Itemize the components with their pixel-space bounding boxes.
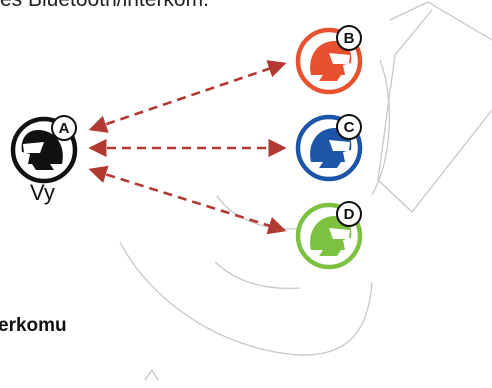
rider-badge-letter: C <box>344 119 355 136</box>
helmet-shape <box>310 216 352 256</box>
rider-d-helmet-icon: D <box>295 201 363 270</box>
helmet-shape <box>310 41 352 81</box>
rider-badge <box>336 25 362 51</box>
rider-badge <box>51 115 77 141</box>
rider-badge-letter: D <box>344 206 355 223</box>
intro-text: es Bluetooth/interkom. <box>0 0 209 12</box>
rider-a-helmet-icon: A <box>10 115 78 184</box>
rider-badge <box>336 201 362 227</box>
section-heading: erkomu <box>0 315 67 336</box>
rider-c-helmet-icon: C <box>295 114 363 182</box>
rider-badge <box>336 114 362 140</box>
arrow-a-b <box>88 60 287 133</box>
rider-badge-letter: B <box>344 30 355 47</box>
rider-badge-letter: A <box>59 120 70 137</box>
helmet-shape <box>21 130 63 170</box>
connection-arrows <box>88 60 287 235</box>
arrow-a-d <box>88 165 287 235</box>
you-label: Vy <box>30 180 55 205</box>
rider-b-helmet-icon: B <box>295 25 363 95</box>
